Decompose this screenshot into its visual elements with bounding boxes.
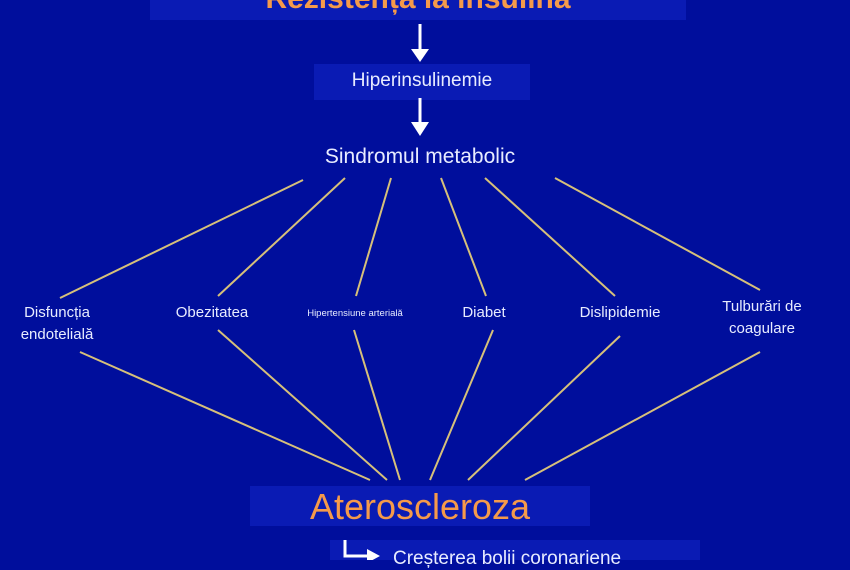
upper-connectors xyxy=(59,177,761,299)
outcome-box xyxy=(330,540,700,560)
sindrom-metabolic-node: Sindromul metabolic xyxy=(324,145,516,168)
corner-arrow xyxy=(343,540,380,560)
branch-hipertensiune-arteriala: Hipertensiune arterială xyxy=(307,308,403,319)
outcome-node: Creșterea bolii coronariene xyxy=(393,548,622,569)
connector-upper-0 xyxy=(59,179,304,299)
connector-upper-5 xyxy=(554,177,761,291)
connector-lower-3 xyxy=(429,329,494,481)
connector-upper-1 xyxy=(217,177,346,297)
down-arrow-2 xyxy=(411,98,429,136)
connector-upper-2 xyxy=(355,177,392,297)
connector-lower-0 xyxy=(79,351,371,481)
hiperinsulinemie-node: Hiperinsulinemie xyxy=(351,70,493,91)
lower-connectors xyxy=(79,329,761,481)
branch-obezitatea: Obezitatea xyxy=(175,304,249,321)
branch-tulburari-de-coagulare: Tulburări de coagulare xyxy=(722,298,802,337)
branch-dislipidemie: Dislipidemie xyxy=(579,304,661,321)
connector-lower-2 xyxy=(353,329,401,481)
top-node: Rezistență la insulină xyxy=(150,0,686,16)
hiperinsulinemie-box xyxy=(314,64,530,100)
branch-disfunctia-endoteliala: Disfuncția endotelială xyxy=(20,304,94,343)
branch-diabet: Diabet xyxy=(462,304,506,321)
connector-lower-1 xyxy=(217,329,388,481)
connector-upper-4 xyxy=(484,177,616,297)
connector-upper-3 xyxy=(440,177,487,297)
down-arrow-1 xyxy=(411,24,429,62)
title-box xyxy=(150,0,686,20)
connector-lower-5 xyxy=(524,351,761,481)
ateroscleroza-node: Ateroscleroza xyxy=(309,486,531,527)
ateroscleroza-box xyxy=(250,486,590,526)
connector-lower-4 xyxy=(467,335,621,481)
